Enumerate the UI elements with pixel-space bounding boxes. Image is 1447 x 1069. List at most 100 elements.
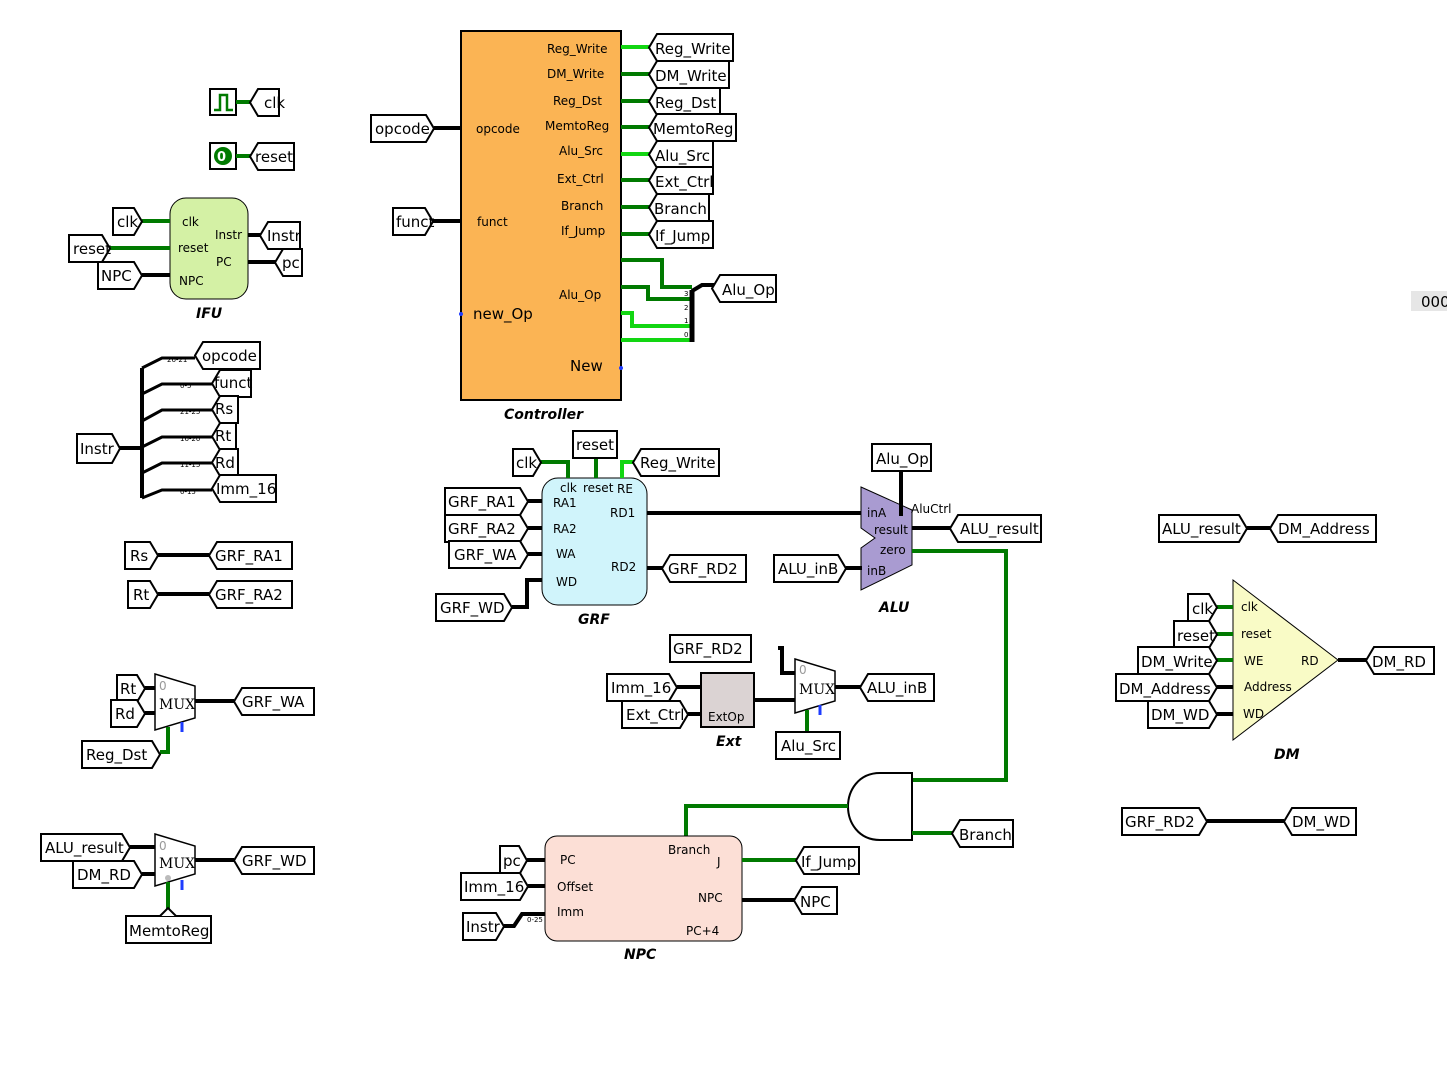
clk-output-tunnel: clk [248, 88, 285, 117]
ifu-caption: IFU [196, 306, 223, 322]
svg-text:Branch: Branch [561, 199, 603, 213]
svg-text:reset: reset [1241, 627, 1272, 641]
svg-text:GRF_WA: GRF_WA [454, 546, 517, 565]
alu-block[interactable]: inA inB AluCtrl result zero [860, 486, 952, 591]
link-alu-result-dm-address: ALU_result DM_Address [1158, 514, 1377, 543]
clock-source[interactable] [209, 88, 237, 116]
grf-reset-tunnel: reset [572, 430, 618, 459]
grf-block[interactable]: clk reset RE RA1 RA2 WA WD RD1 RD2 [541, 477, 648, 606]
svg-text:If_Jump: If_Jump [801, 853, 856, 872]
svg-text:Branch: Branch [668, 843, 710, 857]
npc-caption: NPC [624, 947, 657, 963]
svg-text:Rt: Rt [215, 427, 231, 445]
svg-text:DM_Address: DM_Address [1278, 520, 1370, 539]
link-rt-ra2: Rt GRF_RA2 [127, 580, 293, 609]
dm-dm-write-tunnel: DM_Write [1137, 646, 1219, 675]
grf-wa-tunnel: GRF_WA [448, 540, 530, 569]
svg-text:0: 0 [217, 150, 226, 165]
svg-text:Rd: Rd [215, 454, 235, 472]
svg-text:NPC: NPC [101, 267, 132, 285]
dm-address-tunnel: DM_Address [1115, 673, 1219, 702]
svg-text:ExtOp: ExtOp [708, 710, 744, 724]
npc-pc-tunnel: pc [499, 845, 529, 876]
ifu-block[interactable]: clk reset NPC Instr PC [169, 197, 249, 300]
alu-op-bundle: 3 2 1 0 [621, 258, 714, 342]
svg-text:0: 0 [684, 331, 688, 339]
dm-block[interactable]: clk reset WE Address WD RD [1232, 578, 1339, 742]
svg-text:GRF_RD2: GRF_RD2 [668, 560, 738, 579]
mux-alu-out-tunnel: ALU_inB [858, 673, 935, 702]
svg-text:26-21: 26-21 [167, 356, 187, 364]
grf-ra2-tunnel: GRF_RA2 [444, 514, 530, 543]
svg-text:opcode: opcode [375, 120, 430, 138]
svg-text:Ext_Ctrl: Ext_Ctrl [557, 172, 604, 186]
ifu-pin-npc: NPC [179, 274, 204, 288]
ifu-instr-tunnel: Instr [258, 221, 302, 250]
svg-text:WD: WD [1243, 707, 1264, 721]
mux-grf-wa[interactable]: 0 MUX [154, 672, 196, 732]
dm-clk-tunnel: clk [1187, 593, 1219, 622]
reset-output-tunnel: reset [248, 142, 295, 171]
svg-text:reset: reset [583, 481, 614, 495]
ext-block[interactable]: ExtOp [700, 672, 755, 728]
mux-wd-sel-tunnel: MemtoReg [125, 906, 212, 944]
mux-grf-wd[interactable]: 0 MUX [154, 832, 196, 888]
alu-caption: ALU [878, 600, 910, 616]
svg-text:MUX: MUX [799, 682, 835, 698]
svg-text:RD1: RD1 [610, 506, 635, 520]
svg-text:GRF_RA2: GRF_RA2 [448, 520, 516, 539]
svg-text:pc: pc [503, 852, 521, 870]
mux-wd-out-tunnel: GRF_WD [232, 846, 315, 875]
svg-text:DM_WD: DM_WD [1292, 813, 1350, 832]
svg-text:Reg_Write: Reg_Write [640, 454, 716, 473]
svg-text:MemtoReg: MemtoReg [545, 119, 609, 133]
svg-text:ALU_inB: ALU_inB [867, 679, 927, 698]
ifu-pin-reset: reset [178, 241, 209, 255]
svg-text:0-15: 0-15 [180, 488, 196, 496]
svg-text:Alu_Op: Alu_Op [559, 288, 601, 302]
svg-text:NPC: NPC [800, 893, 831, 911]
svg-text:RD2: RD2 [611, 560, 636, 574]
svg-text:Instr: Instr [80, 440, 115, 458]
controller-if-jump-tunnel: If_Jump [647, 220, 714, 249]
ifu-pin-instr: Instr [215, 228, 242, 242]
svg-text:3: 3 [684, 290, 688, 298]
svg-text:Reg_Dst: Reg_Dst [553, 94, 602, 108]
svg-text:GRF_RD2: GRF_RD2 [1125, 813, 1195, 832]
svg-text:Rt: Rt [133, 586, 149, 604]
svg-text:RE: RE [617, 482, 633, 496]
reset-constant[interactable]: 0 [209, 142, 237, 170]
svg-text:reset: reset [73, 240, 111, 258]
svg-text:0: 0 [799, 663, 807, 677]
svg-text:opcode: opcode [202, 347, 257, 365]
controller-block[interactable]: opcode funct new_Op Reg_Write DM_Write R… [459, 30, 623, 401]
npc-block[interactable]: PC Offset Imm Branch J NPC PC+4 [544, 835, 743, 942]
ifu-pc-tunnel: pc [273, 248, 303, 277]
svg-text:Alu_Op: Alu_Op [722, 281, 775, 300]
svg-text:PC: PC [560, 853, 576, 867]
svg-text:MemtoReg: MemtoReg [129, 922, 209, 940]
link-grf-rd2-dm-wd: GRF_RD2 DM_WD [1121, 807, 1357, 836]
mux-alu-src[interactable]: 0 MUX [794, 657, 836, 715]
controller-opcode-tunnel: opcode [370, 114, 436, 143]
svg-text:RA1: RA1 [553, 496, 577, 510]
ext-in-tunnel: Imm_16 [606, 673, 679, 702]
svg-text:clk: clk [560, 481, 577, 495]
grf-caption: GRF [578, 612, 610, 628]
svg-text:Alu_Src: Alu_Src [655, 147, 710, 166]
branch-out-tunnel: Branch [950, 819, 1014, 848]
and-gate[interactable] [846, 772, 913, 841]
svg-text:0-25: 0-25 [527, 916, 543, 924]
splitter-rs-tunnel: Rs [210, 395, 239, 424]
svg-text:Rs: Rs [130, 547, 148, 565]
mux-wa-rd-tunnel: Rd [110, 699, 147, 728]
controller-dm-write-tunnel: DM_Write [647, 60, 730, 89]
svg-text:If_Jump: If_Jump [655, 227, 710, 246]
svg-text:0: 0 [159, 679, 167, 693]
mux-wa-rt-tunnel: Rt [116, 674, 147, 703]
svg-text:WE: WE [1244, 654, 1263, 668]
svg-text:ALU_result: ALU_result [1162, 520, 1241, 539]
svg-text:DM_RD: DM_RD [1372, 653, 1426, 672]
svg-text:Reg_Write: Reg_Write [547, 42, 607, 56]
svg-text:GRF_RD2: GRF_RD2 [673, 640, 743, 659]
